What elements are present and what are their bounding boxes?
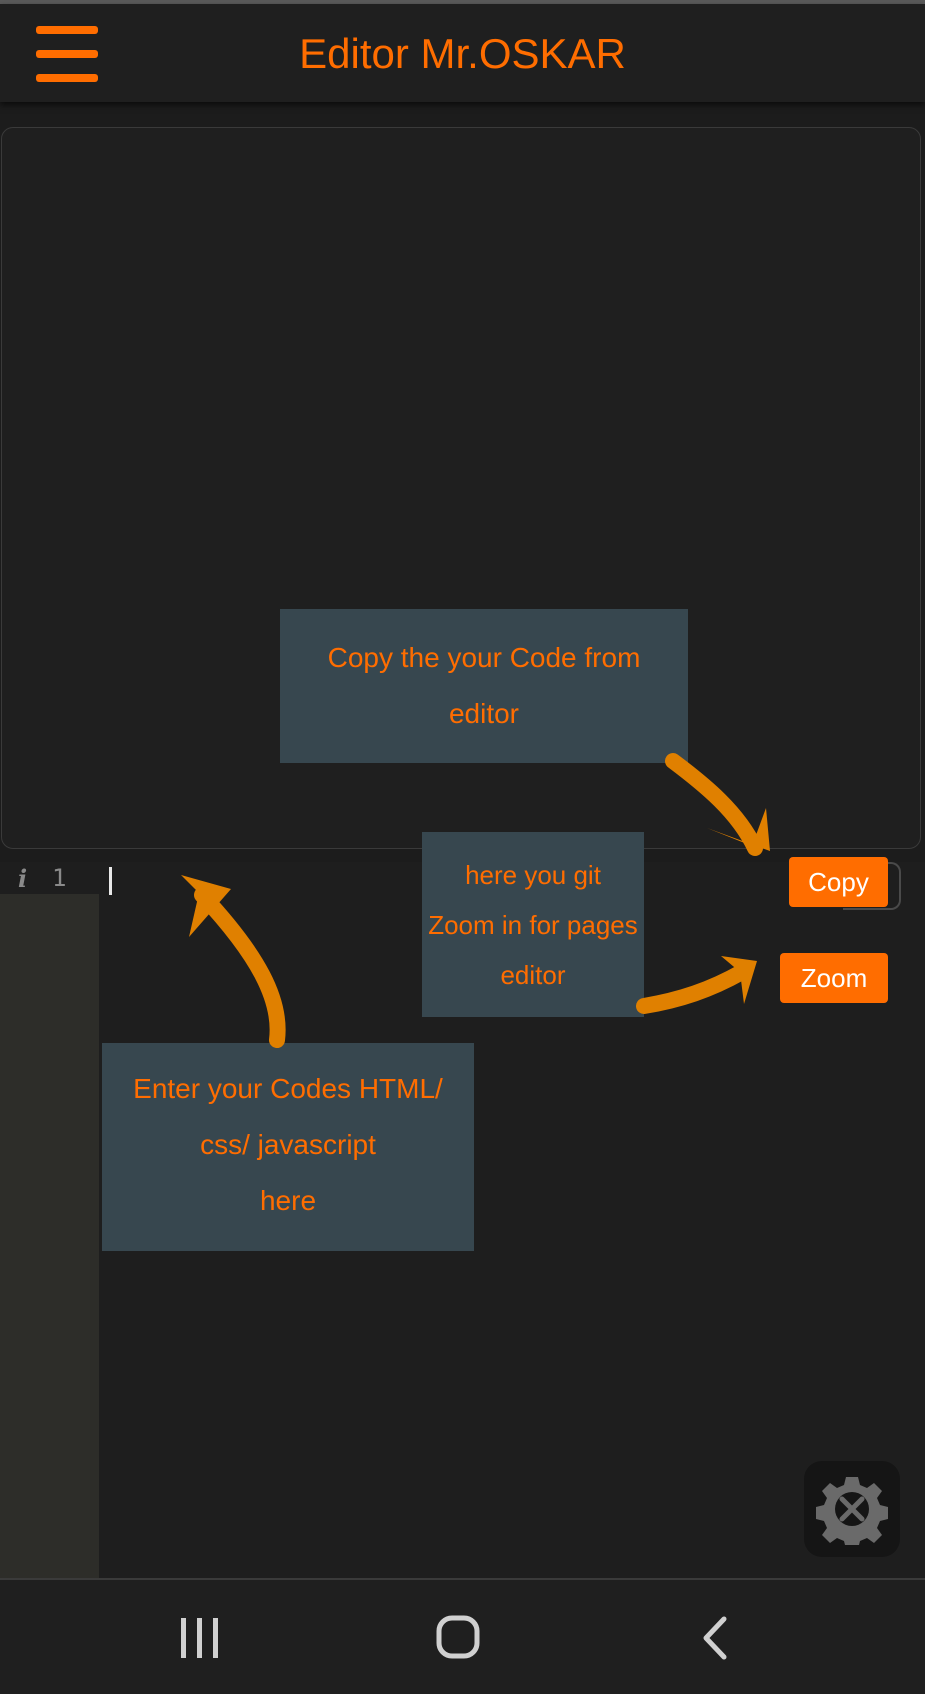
editor-gutter: i 1 <box>0 862 99 1578</box>
tooltip-enter-codes: Enter your Codes HTML/ css/ javascript h… <box>102 1043 474 1251</box>
tooltip-codes-line-1: Enter your Codes HTML/ <box>133 1073 443 1104</box>
tooltip-copy-line-2: editor <box>448 698 520 729</box>
tooltip-zoom-line-3: editor <box>500 960 566 990</box>
copy-button[interactable]: Copy <box>789 857 888 907</box>
hamburger-menu-icon[interactable] <box>36 26 98 82</box>
text-cursor <box>109 867 112 895</box>
tooltip-copy: Copy the your Code from editor <box>280 609 688 763</box>
tooltip-zoom-line-1: here you git <box>465 860 601 890</box>
settings-tools-icon <box>816 1477 888 1545</box>
info-icon[interactable]: i <box>18 864 28 893</box>
line-number: 1 <box>52 864 67 892</box>
recents-icon[interactable] <box>155 1602 245 1674</box>
tooltip-zoom: here you git Zoom in for pages editor <box>422 832 644 1017</box>
system-nav-bar <box>0 1578 925 1694</box>
home-icon[interactable] <box>413 1602 503 1674</box>
status-bar-edge <box>0 0 925 4</box>
settings-fab[interactable] <box>804 1461 900 1557</box>
tooltip-codes-line-3: here <box>259 1185 317 1216</box>
active-line-gutter <box>0 862 99 894</box>
tooltip-codes-line-2: css/ javascript <box>200 1129 376 1160</box>
app-title: Editor Mr.OSKAR <box>299 30 626 77</box>
app-bar: Editor Mr.OSKAR <box>0 4 925 102</box>
tooltip-copy-line-1: Copy the your Code from <box>327 642 641 673</box>
tooltip-zoom-line-2: Zoom in for pages <box>428 910 638 940</box>
zoom-button[interactable]: Zoom <box>780 953 888 1003</box>
back-icon[interactable] <box>672 1602 762 1674</box>
